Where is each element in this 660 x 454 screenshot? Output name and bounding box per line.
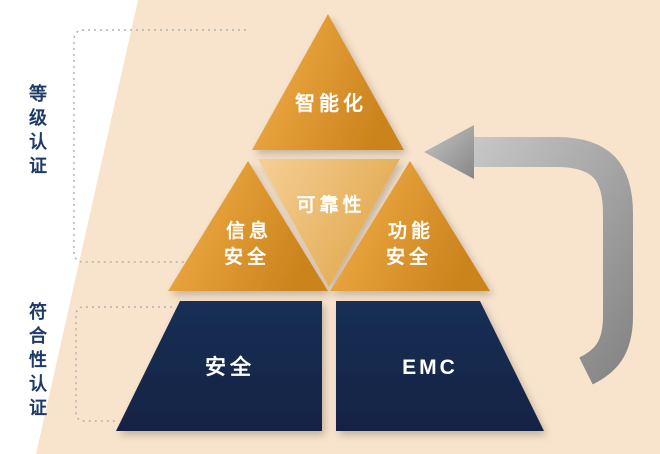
mid-right-triangle-shape: [330, 161, 490, 291]
curved-arrow: [424, 125, 633, 385]
mid-left-triangle-shape: [168, 161, 328, 291]
lower-dotted-bracket: [75, 306, 172, 422]
bottom-left-trapezoid-shape: [116, 301, 322, 431]
upper-dotted-bracket: [73, 29, 246, 263]
center-inverted-triangle-shape: [258, 159, 400, 287]
arrowhead-icon: [424, 125, 474, 179]
top-triangle-shape: [252, 14, 404, 150]
bottom-right-trapezoid-shape: [336, 301, 544, 431]
curved-arrow-shaft: [470, 137, 633, 385]
